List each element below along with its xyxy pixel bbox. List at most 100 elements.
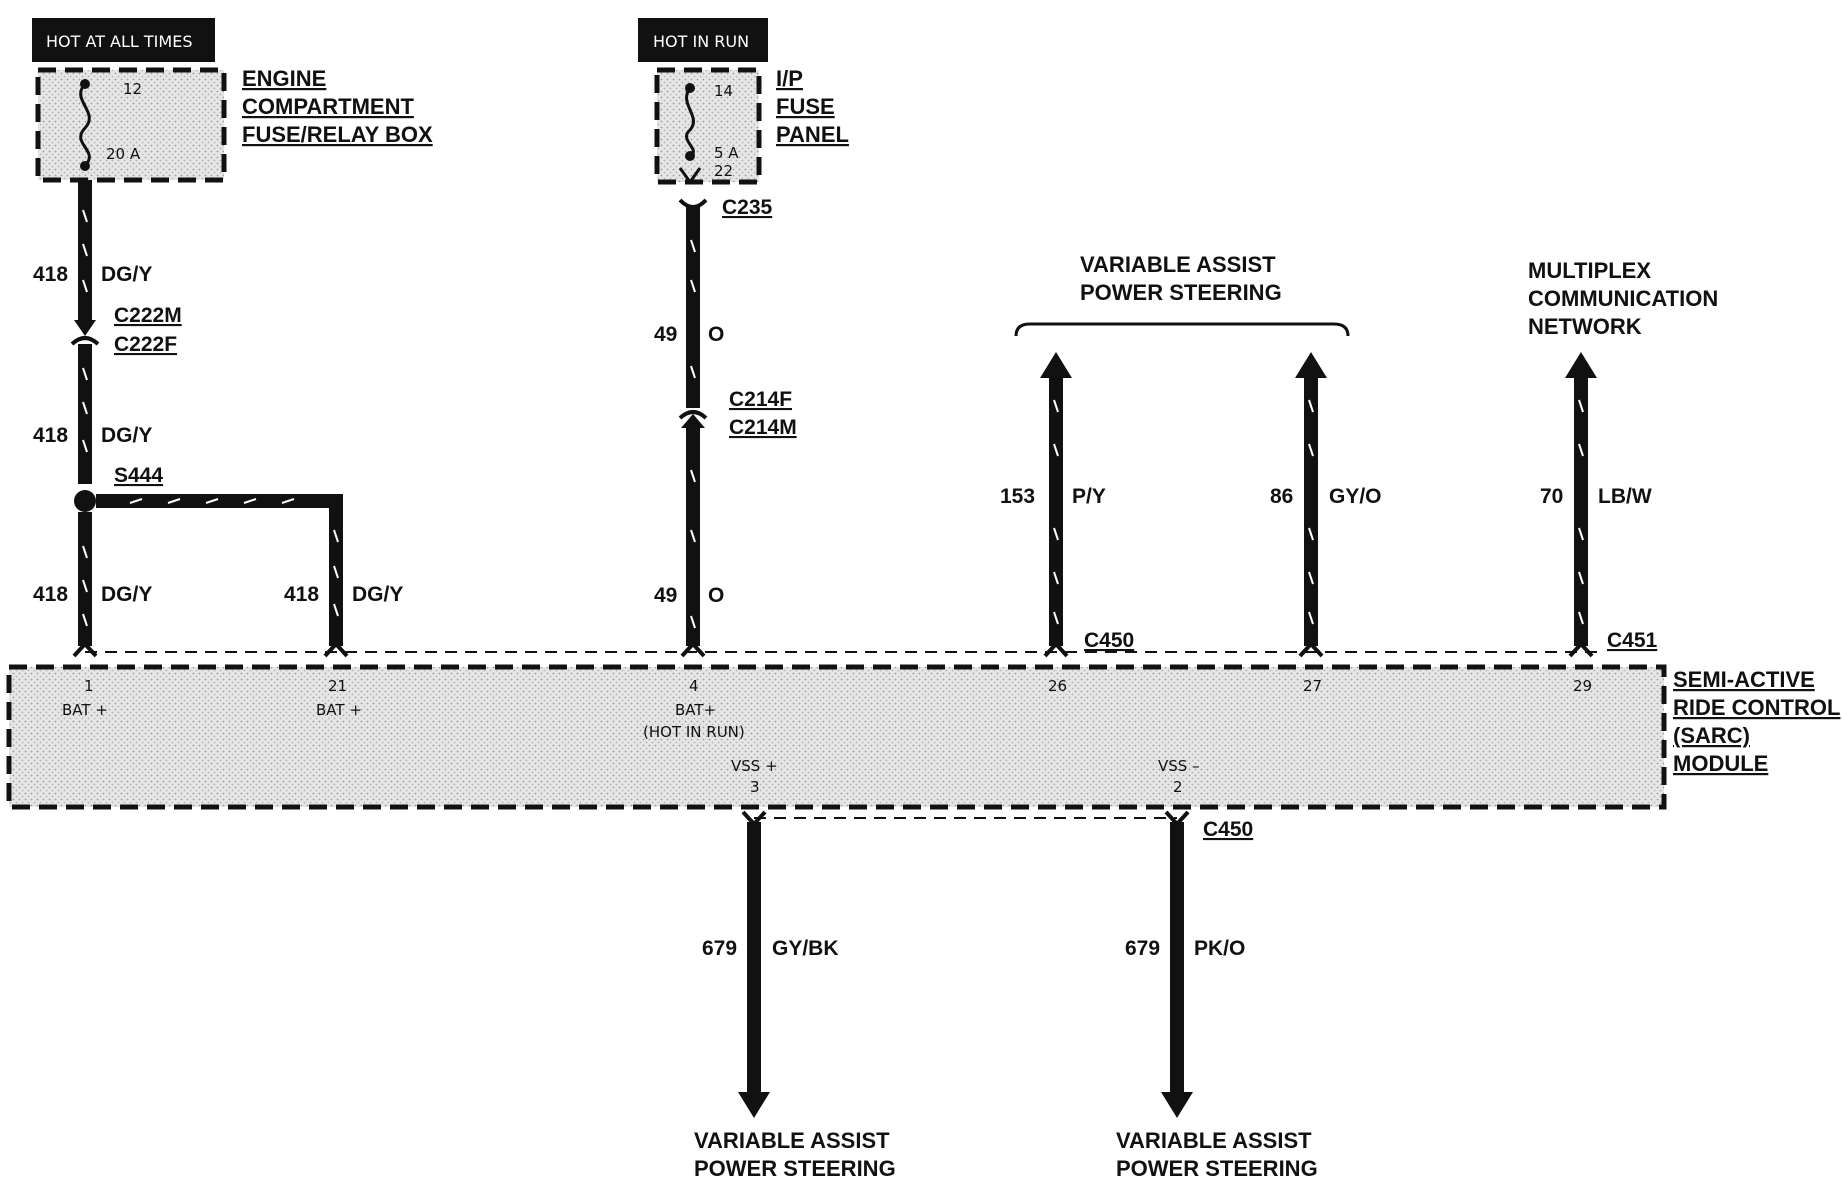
sarc-name-1: SEMI-ACTIVE [1673, 667, 1815, 692]
ip-fuse-header-bg [638, 18, 768, 62]
ip-fuse-bottom-pin: 22 [714, 162, 733, 180]
vaps-top-brace [1014, 322, 1350, 337]
w679b-circuit: 679 [1125, 937, 1160, 960]
engine-fuse-terminal-bottom [80, 161, 90, 171]
engine-fuse-name-3: FUSE/RELAY BOX [242, 122, 433, 147]
pin-4-name: BAT+ [675, 701, 716, 719]
multiplex-line2: COMMUNICATION [1528, 286, 1718, 311]
c222m-arrow [74, 320, 96, 336]
w49b-color: O [708, 584, 724, 607]
w49a-color: O [708, 323, 724, 346]
ip-fuse-down-arrow-icon [678, 167, 702, 185]
pin-1-number: 1 [84, 677, 94, 695]
vaps-bottom-left-line2: POWER STEERING [694, 1156, 896, 1181]
engine-fuse-top-pin: 12 [123, 80, 142, 98]
w49b-circuit: 49 [654, 584, 677, 607]
engine-fuse-rating: 20 A [106, 145, 141, 163]
w679a-color: GY/BK [772, 937, 839, 960]
engine-fuse-terminal-top [80, 79, 90, 89]
multiplex-line1: MULTIPLEX [1528, 258, 1651, 283]
c235-connector-symbol [678, 198, 708, 209]
engine-fuse-box-outline [35, 67, 227, 183]
pin-21-number: 21 [328, 677, 347, 695]
sarc-module: 1 BAT + 21 BAT + 4 BAT+ (HOT IN RUN) 26 … [6, 664, 1840, 810]
sarc-name-2: RIDE CONTROL [1673, 695, 1840, 720]
w418a-circuit: 418 [33, 263, 68, 286]
pin-27-termination [1298, 641, 1324, 658]
c222f-label: C222F [114, 333, 177, 356]
wire-679-pko-down-arrow-icon [1161, 1092, 1193, 1118]
circuit-49-column: C235 49 O C214F C214M 49 O [654, 196, 797, 658]
ip-fuse-terminal-bottom [685, 151, 695, 161]
c450-bottom-label: C450 [1203, 818, 1253, 841]
w153-circuit: 153 [1000, 485, 1035, 508]
ip-fuse-name-2: FUSE [776, 94, 835, 119]
pin-4-sub: (HOT IN RUN) [643, 723, 745, 741]
ip-fuse-element [685, 87, 695, 158]
vaps-top-line1: VARIABLE ASSIST [1080, 252, 1276, 277]
pin-21-termination [323, 641, 349, 658]
wire-70-up-arrow-icon [1565, 352, 1597, 378]
w70-circuit: 70 [1540, 485, 1563, 508]
ip-fuse-terminal-top [685, 83, 695, 93]
c222-connector-symbol [70, 336, 100, 346]
circuit-418-column: 418 DG/Y C222M C222F 418 DG/Y S444 418 D… [33, 180, 403, 658]
sarc-module-outline [6, 664, 1667, 810]
engine-fuse-header-bg [32, 18, 215, 62]
pin-26-termination [1043, 641, 1069, 658]
circuit-679-bottom: C450 679 GY/BK 679 PK/O VARIABLE ASSIST … [694, 810, 1318, 1181]
pin-29-number: 29 [1573, 677, 1592, 695]
engine-fuse-name-1: ENGINE [242, 66, 326, 91]
ip-fuse-name-3: PANEL [776, 122, 849, 147]
pin-1-name: BAT + [62, 701, 108, 719]
c222m-label: C222M [114, 304, 182, 327]
sarc-name-3: (SARC) [1673, 723, 1750, 748]
pin-3-name: VSS + [731, 757, 778, 775]
c214f-connector-symbol [678, 410, 708, 420]
w86-circuit: 86 [1270, 485, 1293, 508]
c214m-arrow [681, 414, 705, 428]
wire-86-up-arrow-icon [1295, 352, 1327, 378]
w86-color: GY/O [1329, 485, 1382, 508]
s444-label: S444 [114, 464, 163, 487]
pin-29-termination [1568, 641, 1594, 658]
w153-color: P/Y [1072, 485, 1106, 508]
pin-27-number: 27 [1303, 677, 1322, 695]
wire-679-gybk-down-arrow-icon [738, 1092, 770, 1118]
splice-s444 [74, 490, 96, 512]
c214f-label: C214F [729, 388, 792, 411]
w418d-circuit: 418 [284, 583, 319, 606]
w418d-color: DG/Y [352, 583, 403, 606]
w418b-circuit: 418 [33, 424, 68, 447]
w418b-color: DG/Y [101, 424, 152, 447]
w418c-color: DG/Y [101, 583, 152, 606]
vaps-top-line2: POWER STEERING [1080, 280, 1282, 305]
c450-top-label: C450 [1084, 629, 1134, 652]
engine-fuse-element [79, 82, 91, 168]
engine-fuse-name-2: COMPARTMENT [242, 94, 414, 119]
w70-color: LB/W [1598, 485, 1652, 508]
pin-2-number: 2 [1173, 778, 1183, 796]
vaps-bottom-left-line1: VARIABLE ASSIST [694, 1128, 890, 1153]
ip-fuse-panel: HOT IN RUN 14 5 A 22 I/P FUSE PANEL [638, 18, 849, 185]
multiplex-line3: NETWORK [1528, 314, 1642, 339]
engine-fuse-header: HOT AT ALL TIMES [46, 32, 192, 51]
pin-26-number: 26 [1048, 677, 1067, 695]
c214m-label: C214M [729, 416, 797, 439]
w418c-circuit: 418 [33, 583, 68, 606]
pin-1-termination [72, 641, 98, 658]
ip-fuse-rating: 5 A [714, 144, 739, 162]
c235-label: C235 [722, 196, 773, 219]
ip-fuse-panel-outline [654, 67, 762, 185]
engine-fuse-box: HOT AT ALL TIMES 12 20 A ENGINE COMPARTM… [32, 18, 433, 183]
multiplex-group: MULTIPLEX COMMUNICATION NETWORK 70 LB/W … [1528, 258, 1718, 658]
w679a-circuit: 679 [702, 937, 737, 960]
sarc-name-4: MODULE [1673, 751, 1768, 776]
vaps-bottom-right-line1: VARIABLE ASSIST [1116, 1128, 1312, 1153]
ip-fuse-name-1: I/P [776, 66, 803, 91]
w679b-color: PK/O [1194, 937, 1245, 960]
w49a-circuit: 49 [654, 323, 677, 346]
vaps-bottom-right-line2: POWER STEERING [1116, 1156, 1318, 1181]
c451-label: C451 [1607, 629, 1658, 652]
